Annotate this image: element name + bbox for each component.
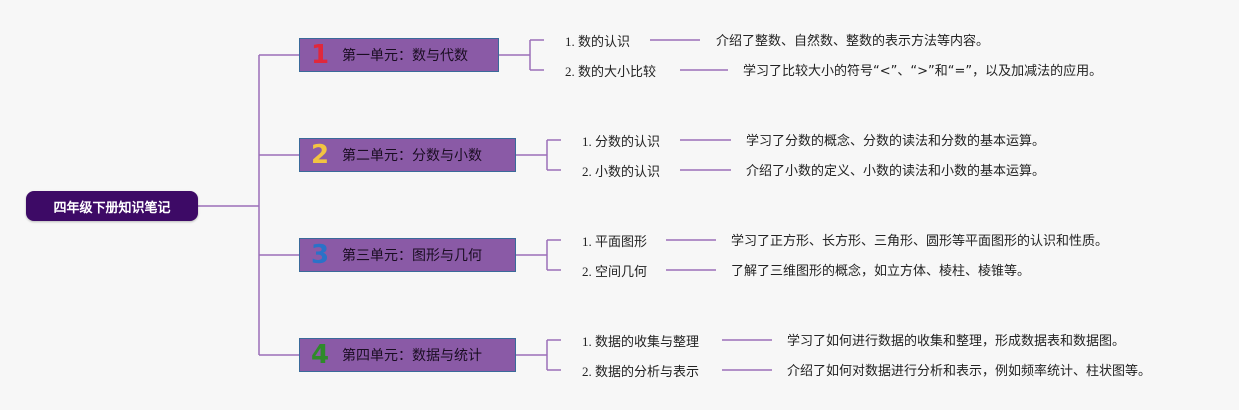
unit-title-4: 第四单元：数据与统计 xyxy=(342,348,482,364)
topic-1-2[interactable]: 2. 数的大小比较 xyxy=(565,64,657,79)
unit-number-2: 2 xyxy=(310,140,330,170)
topic-desc-1-2: 学习了比较大小的符号“<”、“>”和“=”，以及加减法的应用。 xyxy=(743,64,1103,79)
unit-number-1: 1 xyxy=(310,40,330,70)
root-label: 四年级下册知识笔记 xyxy=(53,200,171,216)
unit-node-1[interactable]: 1 第一单元：数与代数 xyxy=(299,38,499,72)
unit-node-4[interactable]: 4 第四单元：数据与统计 xyxy=(299,338,516,372)
unit-node-3[interactable]: 3 第三单元：图形与几何 xyxy=(299,238,516,272)
unit-title-3: 第三单元：图形与几何 xyxy=(342,248,482,264)
topic-2-2[interactable]: 2. 小数的认识 xyxy=(582,164,661,179)
unit-number-3: 3 xyxy=(310,240,330,270)
unit-number-4: 4 xyxy=(310,340,330,370)
topic-3-1[interactable]: 1. 平面图形 xyxy=(582,234,648,249)
topic-desc-2-1: 学习了分数的概念、分数的读法和分数的基本运算。 xyxy=(746,134,1046,149)
unit-title-1: 第一单元：数与代数 xyxy=(342,48,468,64)
topic-2-1[interactable]: 1. 分数的认识 xyxy=(582,134,661,149)
topic-desc-2-2: 介绍了小数的定义、小数的读法和小数的基本运算。 xyxy=(746,164,1046,179)
topic-desc-3-1: 学习了正方形、长方形、三角形、圆形等平面图形的认识和性质。 xyxy=(731,234,1109,249)
topic-desc-4-2: 介绍了如何对数据进行分析和表示，例如频率统计、柱状图等。 xyxy=(787,364,1152,379)
topic-desc-3-2: 了解了三维图形的概念，如立方体、棱柱、棱锥等。 xyxy=(731,264,1031,279)
topic-3-2[interactable]: 2. 空间几何 xyxy=(582,264,648,279)
topic-desc-4-1: 学习了如何进行数据的收集和整理，形成数据表和数据图。 xyxy=(787,334,1126,349)
topic-4-1[interactable]: 1. 数据的收集与整理 xyxy=(582,334,700,349)
topic-desc-1-1: 介绍了整数、自然数、整数的表示方法等内容。 xyxy=(716,34,990,49)
root-node[interactable]: 四年级下册知识笔记 xyxy=(26,191,198,221)
unit-title-2: 第二单元：分数与小数 xyxy=(342,148,482,164)
topic-1-1[interactable]: 1. 数的认识 xyxy=(565,34,631,49)
unit-node-2[interactable]: 2 第二单元：分数与小数 xyxy=(299,138,516,172)
topic-4-2[interactable]: 2. 数据的分析与表示 xyxy=(582,364,700,379)
